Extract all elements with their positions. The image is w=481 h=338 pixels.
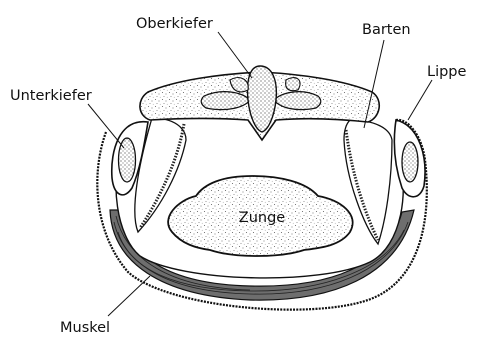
leader-lippe bbox=[408, 80, 432, 120]
vomer-right bbox=[286, 78, 300, 91]
leader-oberkiefer bbox=[218, 32, 252, 78]
label-zunge: Zunge bbox=[239, 210, 286, 226]
label-lippe: Lippe bbox=[427, 64, 467, 80]
leader-unterkiefer bbox=[88, 104, 124, 148]
leader-muskel bbox=[108, 276, 150, 316]
label-barten: Barten bbox=[362, 22, 411, 38]
label-oberkiefer: Oberkiefer bbox=[136, 16, 213, 32]
right-lip-core bbox=[402, 142, 418, 182]
label-muskel: Muskel bbox=[60, 320, 110, 336]
label-unterkiefer: Unterkiefer bbox=[10, 88, 92, 104]
